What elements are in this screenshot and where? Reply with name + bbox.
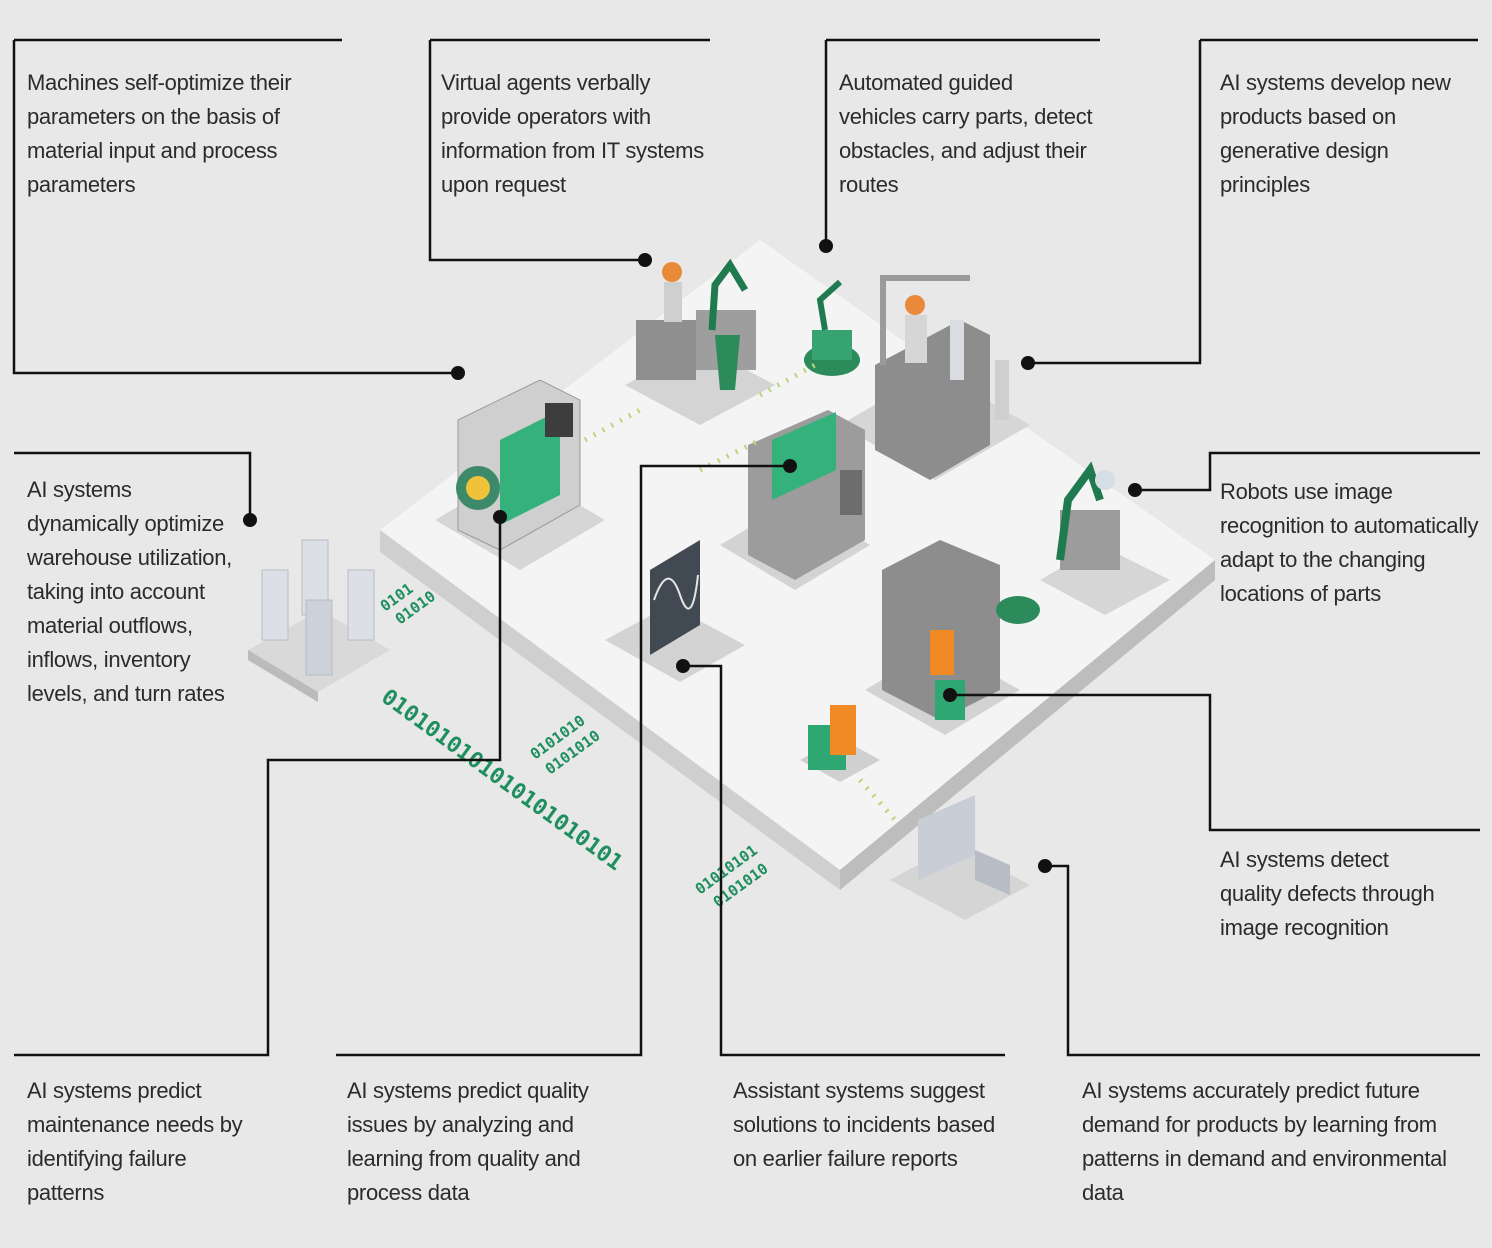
- leader-lines: [12, 38, 1480, 1057]
- binary-stream-main: 0101010101010101010101: [376, 685, 626, 877]
- callout-self-optimize: Machines self-optimize their parameters …: [27, 70, 292, 197]
- leader-robots: [1135, 451, 1480, 492]
- callout-virtual-agents: Virtual agents verbally provide operator…: [441, 70, 704, 197]
- leader-self-optimize-2: [12, 40, 458, 375]
- inspection-cell: [865, 540, 1040, 735]
- callout-warehouse: AI systems dynamically optimize warehous…: [27, 477, 232, 706]
- callout-predict-quality: AI systems predict quality issues by ana…: [347, 1078, 589, 1205]
- leader-virtual-agents-2: [428, 40, 645, 262]
- leader-assistant: [683, 664, 1005, 1057]
- leader-warehouse: [14, 451, 252, 520]
- leader-demand: [1045, 864, 1480, 1057]
- callout-agv: Automated guided vehicles carry parts, d…: [839, 70, 1093, 197]
- callout-robots-image: Robots use image recognition to automati…: [1220, 479, 1479, 606]
- callout-generative-design: AI systems develop new products based on…: [1220, 70, 1451, 197]
- leader-predict-quality: [336, 464, 790, 1057]
- callout-demand: AI systems accurately predict future dem…: [1082, 1078, 1447, 1205]
- callout-predict-maintenance: AI systems predict maintenance needs by …: [27, 1078, 243, 1205]
- design-workbench: [840, 275, 1030, 480]
- packaging-robot: [800, 705, 880, 782]
- agv-robot: [804, 279, 860, 376]
- delivery-truck: [890, 795, 1030, 920]
- anchor-dots: [243, 239, 1142, 873]
- leader-maintenance: [14, 517, 502, 1057]
- operator-station: [625, 258, 775, 425]
- robot-arm-station: [1040, 461, 1170, 615]
- leader-quality-defects: [950, 693, 1480, 832]
- quality-machine: [720, 410, 870, 590]
- callout-assistant: Assistant systems suggest solutions to i…: [733, 1078, 995, 1171]
- cnc-machine: [435, 379, 605, 570]
- callout-quality-defects: AI systems detect quality defects throug…: [1220, 847, 1435, 940]
- warehouse-racks: [248, 539, 390, 702]
- leader-design-2: [1028, 40, 1202, 365]
